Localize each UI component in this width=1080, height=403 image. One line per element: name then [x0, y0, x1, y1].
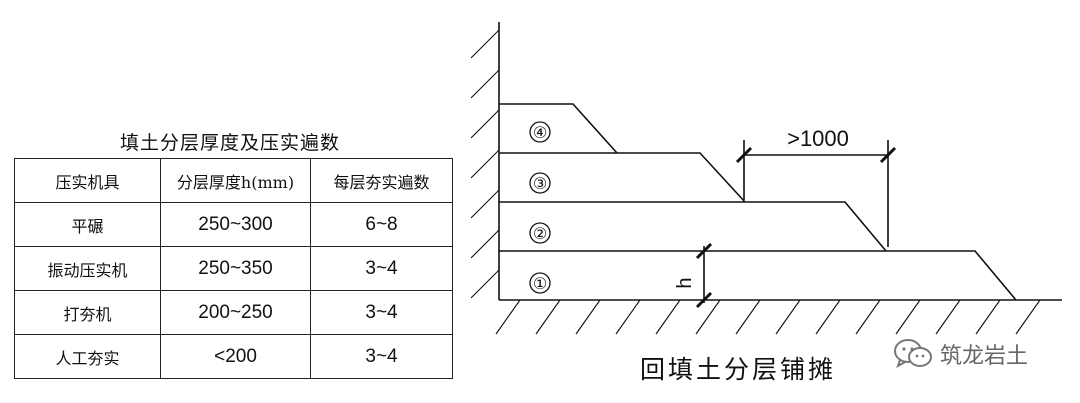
height-tick-top: [695, 242, 713, 260]
diagram-caption: 回填土分层铺摊: [640, 355, 837, 384]
layer-number-circle: [529, 172, 551, 194]
dimension-label: >1000: [787, 126, 849, 151]
height-tick-bottom: [695, 291, 713, 309]
dimension-tick-left: [735, 146, 753, 164]
table-header-row: 压实机具 分层厚度h(mm) 每层夯实遍数: [14, 158, 453, 203]
cell-tool: 打夯机: [14, 290, 161, 335]
ground-hatch: [495, 299, 1041, 335]
table-row: 平碾 250~300 6~8: [14, 202, 453, 247]
header-tool: 压实机具: [14, 158, 161, 203]
cell-tool: 人工夯实: [14, 334, 161, 379]
layer-2-outline: [499, 201, 887, 252]
watermark: 筑龙岩土: [892, 337, 1028, 371]
layer-label: ③: [533, 174, 547, 193]
header-thickness: 分层厚度h(mm): [160, 158, 311, 203]
cell-thickness: <200: [160, 334, 311, 379]
layer-label: ②: [533, 224, 547, 243]
layer-label: ①: [533, 274, 547, 293]
cell-thickness: 250~350: [160, 246, 311, 291]
compaction-table: 压实机具 分层厚度h(mm) 每层夯实遍数 平碾 250~300 6~8 振动压…: [14, 158, 453, 379]
cell-passes: 3~4: [310, 334, 453, 379]
cell-thickness: 200~250: [160, 290, 311, 335]
cell-passes: 3~4: [310, 290, 453, 335]
cell-tool: 平碾: [14, 202, 161, 247]
table-row: 打夯机 200~250 3~4: [14, 290, 453, 335]
layer-4-outline: [499, 103, 618, 154]
height-label: h: [674, 277, 696, 288]
cell-tool: 振动压实机: [14, 246, 161, 291]
layer-number-circle: [529, 272, 551, 294]
table-title: 填土分层厚度及压实遍数: [119, 132, 340, 154]
wechat-icon: [894, 339, 932, 369]
table-row: 人工夯实 <200 3~4: [14, 334, 453, 379]
dimension-tick-right: [879, 146, 897, 164]
layer-label: ④: [533, 123, 547, 142]
layer-number-circle: [529, 222, 551, 244]
wall-hatch: [470, 29, 500, 299]
header-passes: 每层夯实遍数: [310, 158, 453, 203]
watermark-text: 筑龙岩土: [940, 344, 1029, 369]
layer-number-circle: [529, 121, 551, 143]
layer-1-outline: [499, 250, 1017, 301]
cell-thickness: 250~300: [160, 202, 311, 247]
layer-3-outline: [499, 152, 746, 203]
